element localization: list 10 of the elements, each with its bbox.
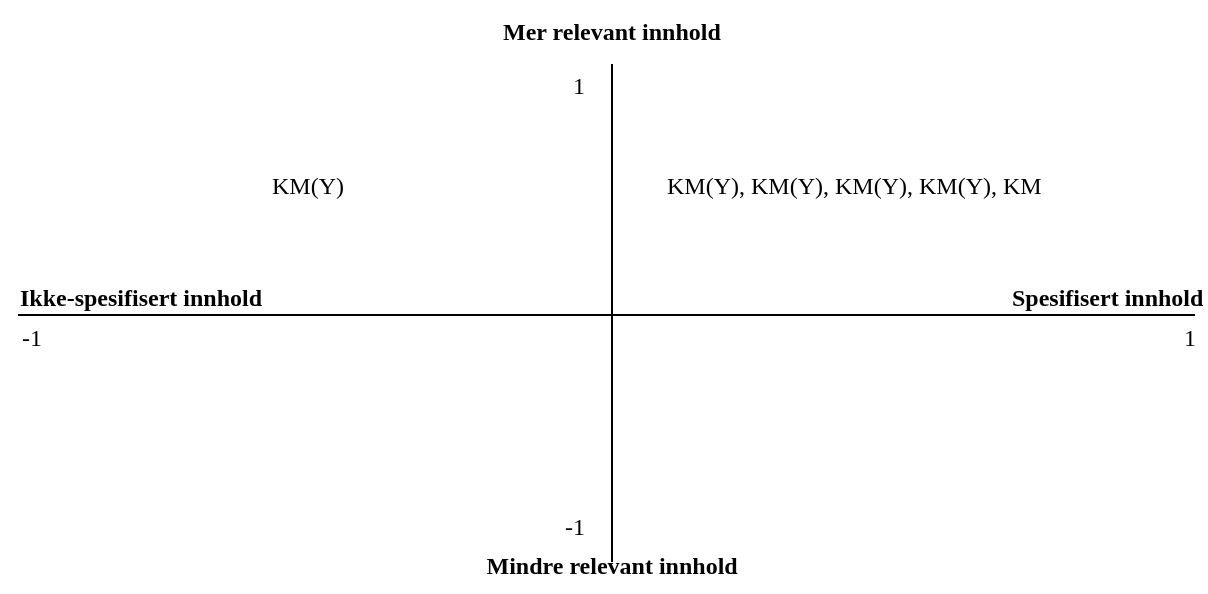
axis-title: Mer relevant innhold xyxy=(503,18,721,46)
axis-title: Ikke-spesifisert innhold xyxy=(20,284,263,312)
quadrant-text: KM(Y), KM(Y), KM(Y), KM(Y), KM xyxy=(667,172,1042,200)
tick-label: 1 xyxy=(1184,324,1196,352)
tick-label: 1 xyxy=(573,72,585,100)
tick-label: -1 xyxy=(565,513,585,541)
axis-title: Mindre relevant innhold xyxy=(486,552,738,580)
axis-title: Spesifisert innhold xyxy=(1012,284,1204,312)
tick-label: -1 xyxy=(22,324,42,352)
quadrant-text: KM(Y) xyxy=(272,172,344,200)
